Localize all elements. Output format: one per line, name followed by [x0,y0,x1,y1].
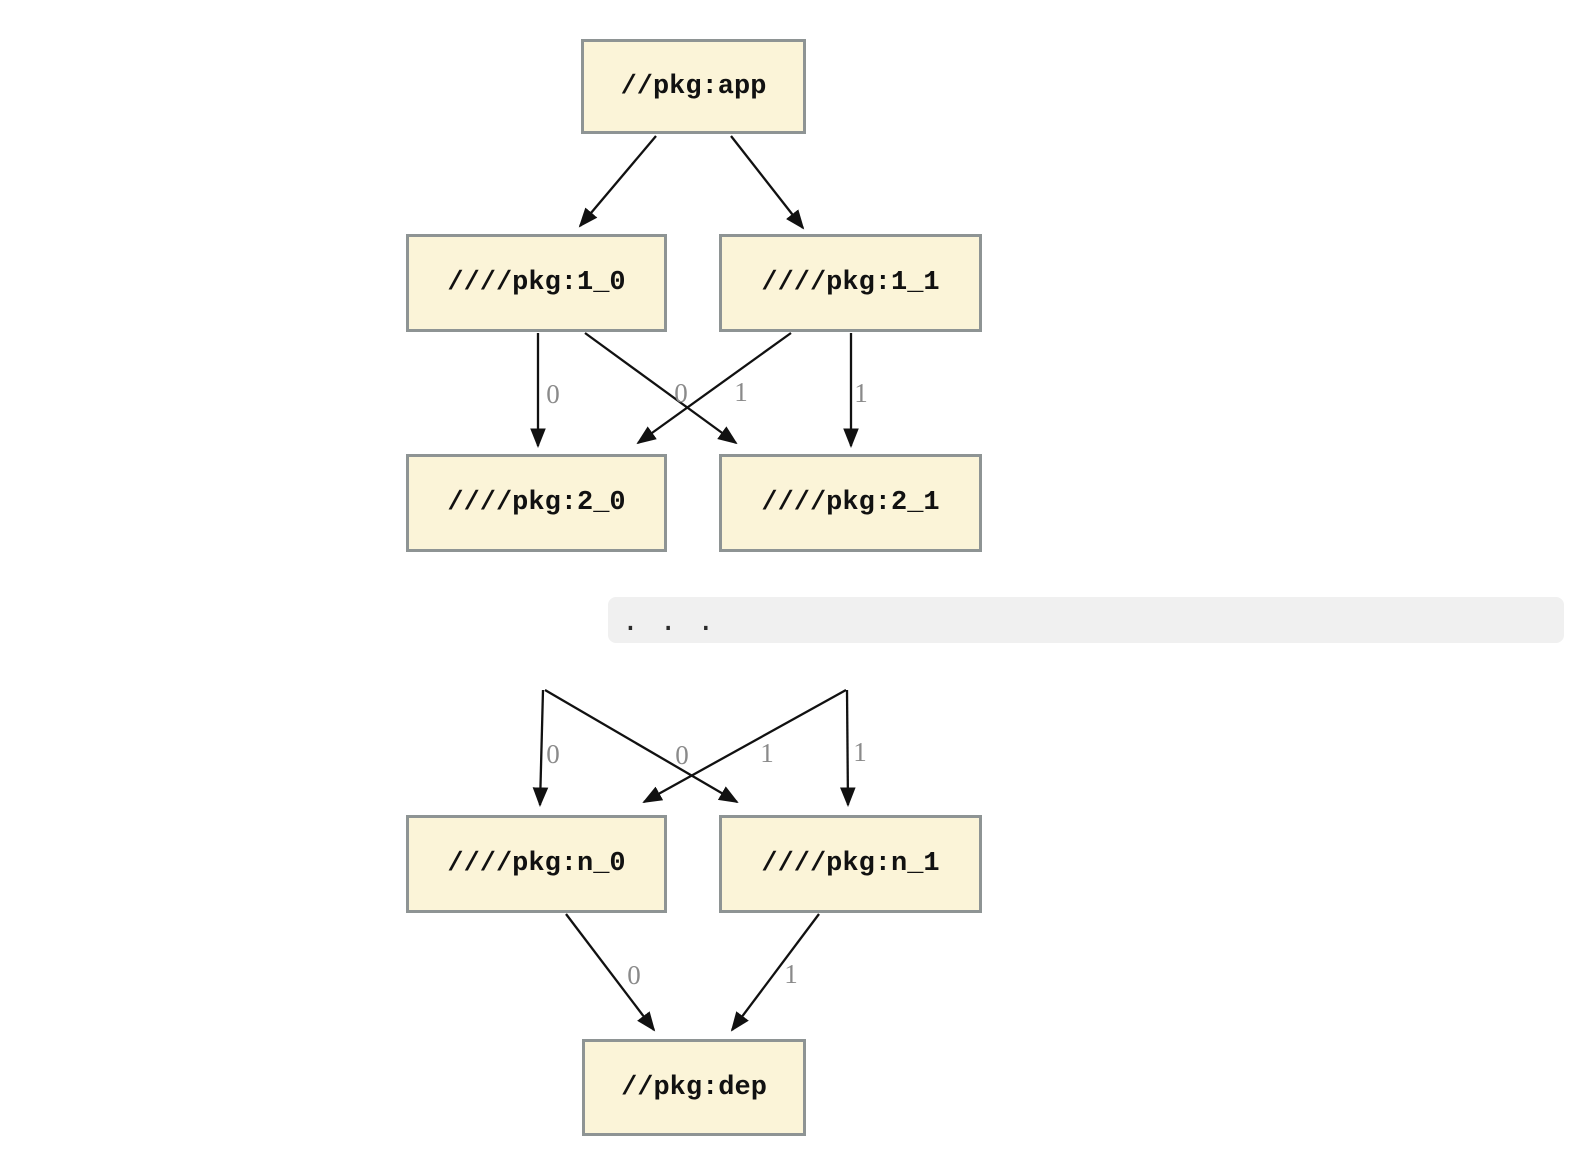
edge-label-1_1-2_1: 1 [854,378,868,408]
node-pkg-n_0: ////pkg:n_0 [406,815,667,913]
edge-label-elided-n_0-cross: 0 [675,740,689,770]
edge-elided-n_1-right [840,689,856,807]
edge-label-elided-n_1-right: 1 [853,737,867,767]
node-pkg-dep: //pkg:dep [582,1039,806,1136]
edge-label-1_1-2_0: 0 [674,378,688,408]
node-pkg-2_1: ////pkg:2_1 [719,454,982,552]
edge-app-1_1 [730,135,805,230]
edge-app-1_0 [578,135,657,228]
edge-elided-n_0-cross [642,688,847,804]
edge-1_0-2_1 [584,332,738,445]
node-pkg-2_0: ////pkg:2_0 [406,454,667,552]
edge-n_0-dep [565,913,656,1032]
edge-1_1-2_0 [636,332,792,445]
edge-label-elided-n_0-left: 0 [546,739,560,769]
edge-elided-n_1-cross [544,689,739,803]
edge-label-1_0-2_0: 0 [546,379,560,409]
node-pkg-app: //pkg:app [581,39,806,134]
edge-label-elided-n_1-cross: 1 [760,738,774,768]
node-pkg-n_1: ////pkg:n_1 [719,815,982,913]
edge-n_1-dep [730,913,820,1032]
elided-levels-band: . . . [608,597,1564,643]
node-pkg-1_0: ////pkg:1_0 [406,234,667,332]
node-pkg-1_1: ////pkg:1_1 [719,234,982,332]
edge-label-n_0-dep: 0 [627,960,641,990]
edge-label-1_0-2_1: 1 [734,377,748,407]
edge-label-n_1-dep: 1 [784,959,798,989]
edge-elided-n_0-left [532,689,549,807]
